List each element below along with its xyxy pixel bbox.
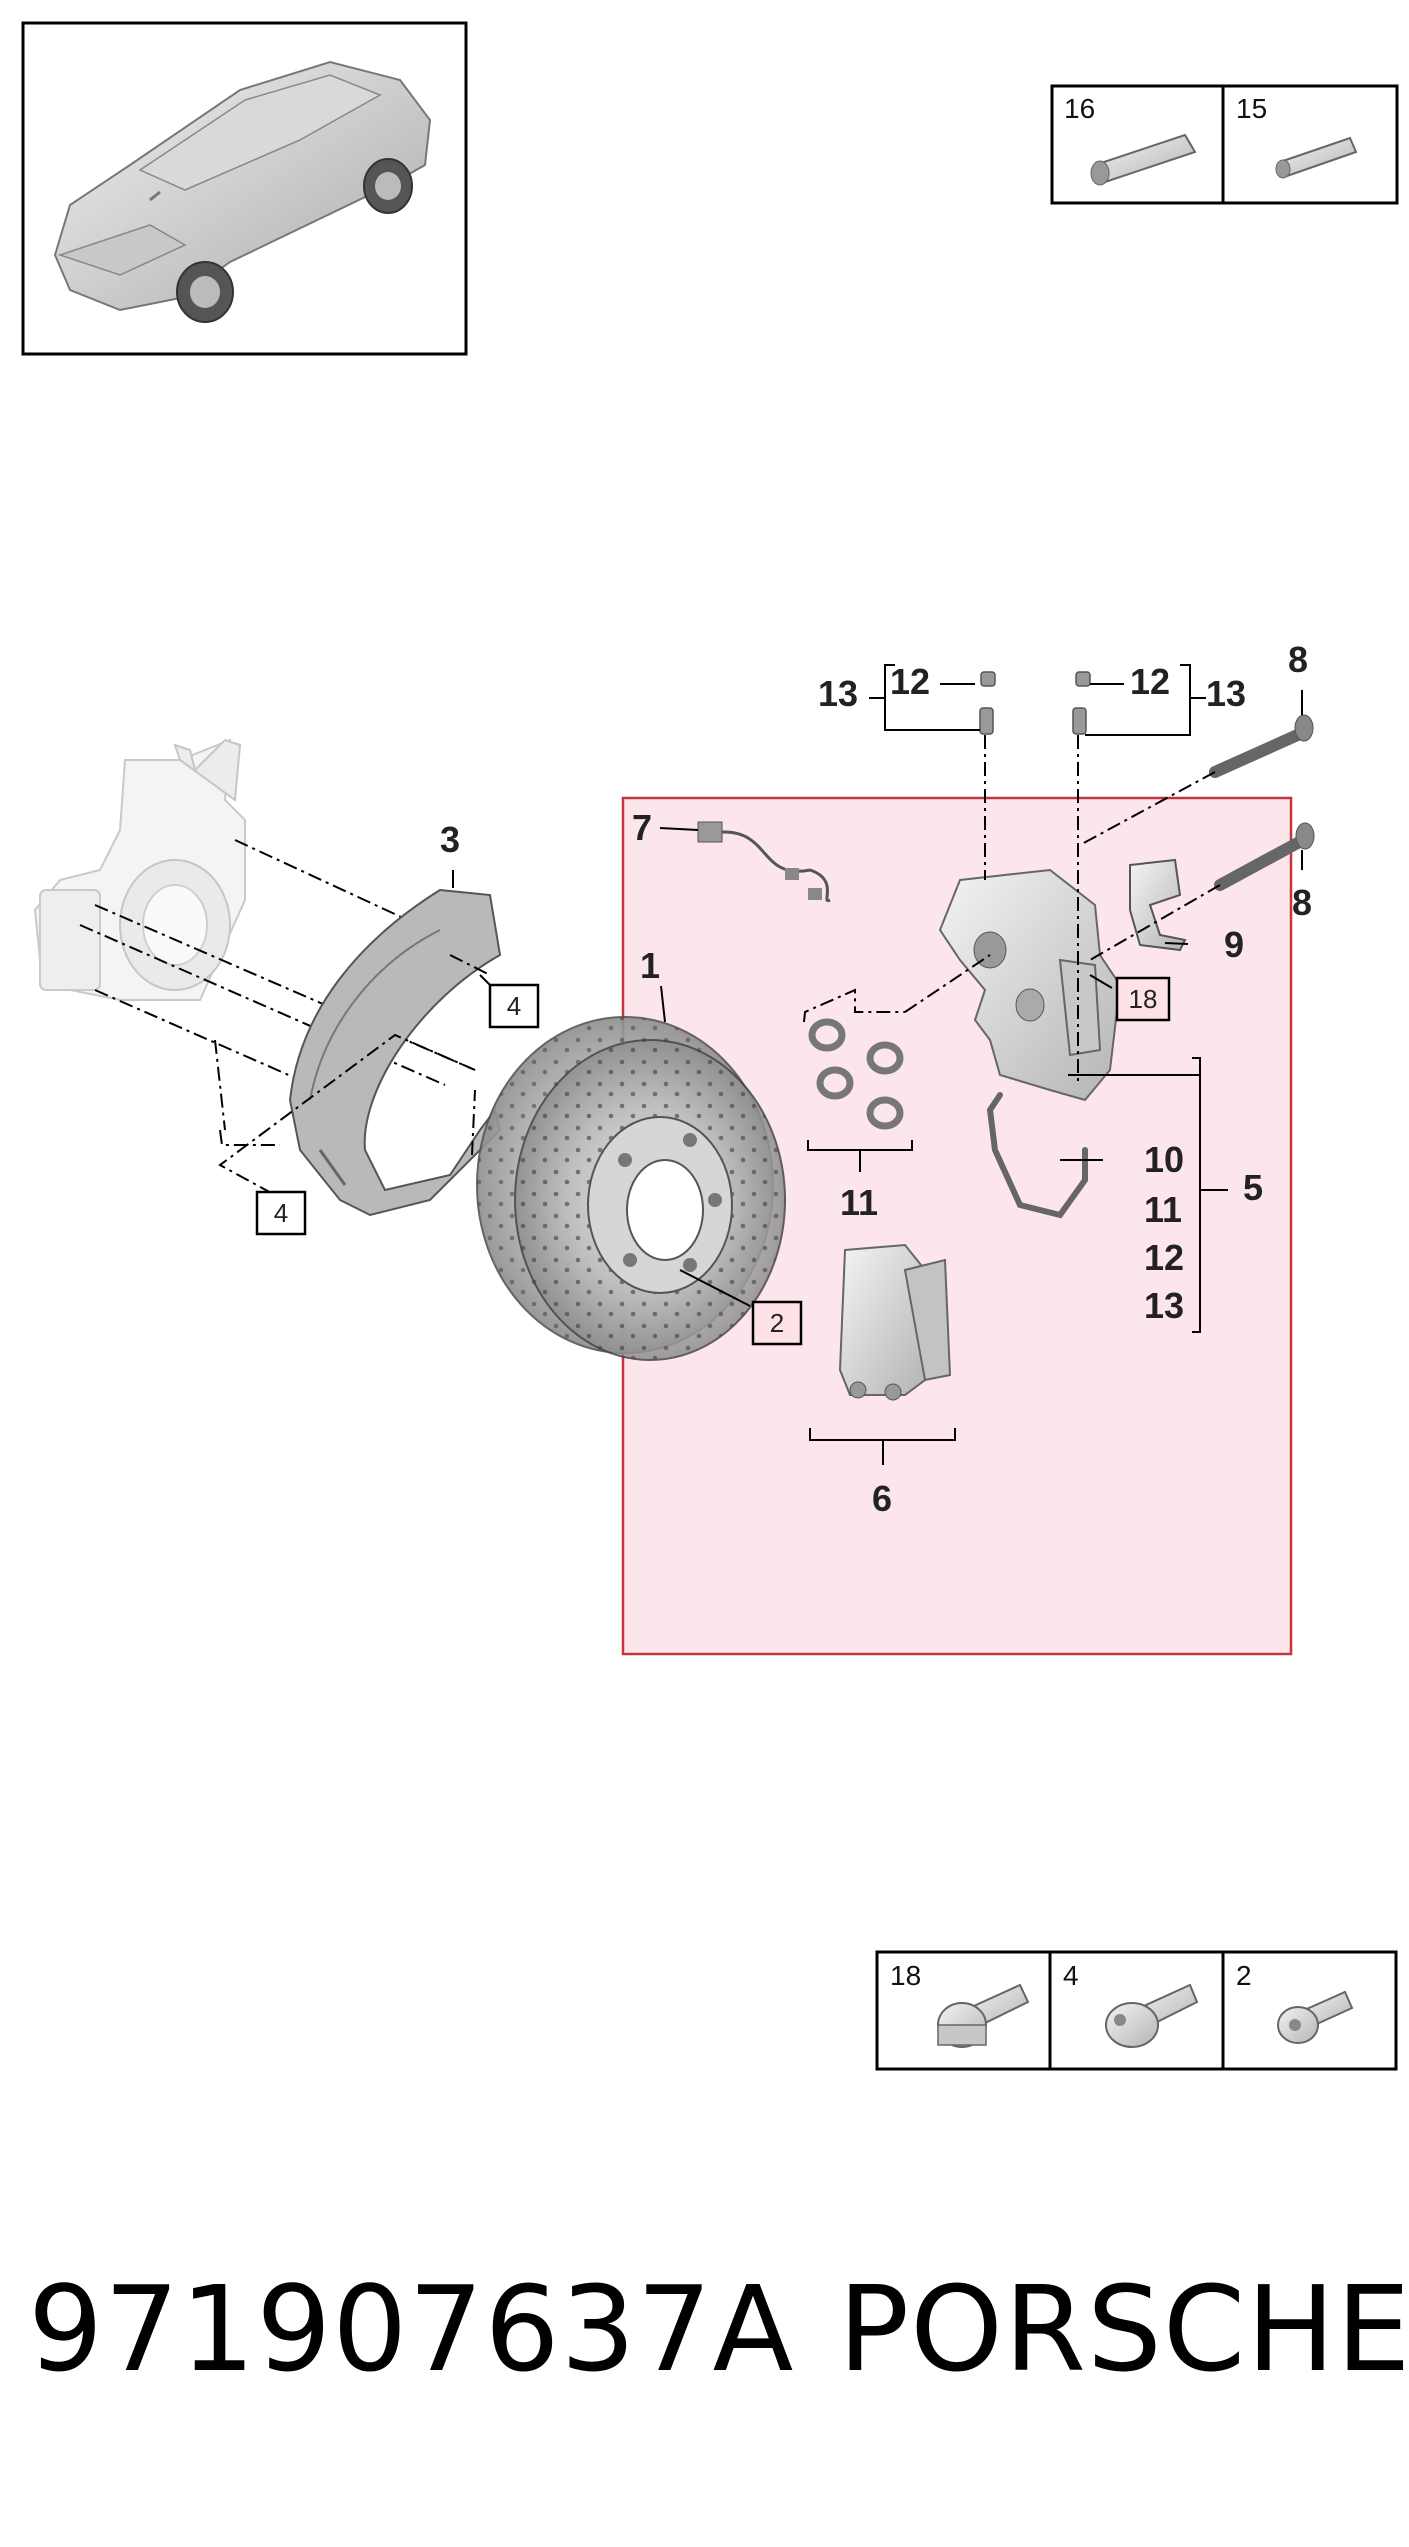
callout-7: 7 <box>632 807 652 848</box>
callout-13-left: 13 <box>818 673 858 714</box>
legend-label-2: 2 <box>1236 1960 1252 1991</box>
callout-12-group: 12 <box>1144 1237 1184 1278</box>
brake-line-illustration <box>986 1092 1088 1219</box>
bolt-8-upper-illustration <box>1209 714 1314 778</box>
legend-label-16: 16 <box>1064 93 1095 124</box>
callout-6: 6 <box>872 1478 892 1519</box>
bleed-valve-illustration <box>979 671 1091 735</box>
bolt-8-lower-illustration <box>1214 822 1315 891</box>
brake-disc-illustration <box>476 1016 786 1361</box>
legend-bottom: 18 4 2 <box>875 1950 1398 2071</box>
brake-pad-illustration <box>838 1243 952 1401</box>
callout-3: 3 <box>440 819 460 860</box>
callout-5: 5 <box>1243 1167 1263 1208</box>
car-thumbnail <box>21 21 468 356</box>
svg-text:18: 18 <box>1129 984 1158 1014</box>
callout-10: 10 <box>1144 1139 1184 1180</box>
car-icon <box>53 60 432 323</box>
piston-seals-illustration <box>808 1018 904 1130</box>
svg-text:4: 4 <box>507 991 521 1021</box>
legend-label-15: 15 <box>1236 93 1267 124</box>
boxed-ref-4-shield: 4 <box>479 974 540 1029</box>
callout-12-left: 12 <box>890 661 930 702</box>
svg-text:4: 4 <box>274 1198 288 1228</box>
callout-9: 9 <box>1224 924 1244 965</box>
boxed-ref-18-caliper: 18 <box>1115 976 1171 1022</box>
spring-clip-illustration <box>1129 858 1187 952</box>
wheel-carrier-illustration <box>33 738 246 1001</box>
callout-13-right: 13 <box>1206 673 1246 714</box>
countersunk-screw-icon <box>1277 1990 1354 2044</box>
wear-sensor-illustration <box>697 821 831 903</box>
part-number: 971907637A <box>28 2260 795 2398</box>
callout-1: 1 <box>640 945 660 986</box>
callout-12-right: 12 <box>1130 661 1170 702</box>
boxed-ref-4-knuckle: 4 <box>255 1190 307 1236</box>
dust-shield-illustration <box>288 888 502 1217</box>
callout-11-group: 11 <box>1144 1189 1182 1230</box>
paste-tube-icon <box>1275 136 1358 179</box>
callout-11-seals: 11 <box>840 1182 878 1223</box>
callout-8-upper: 8 <box>1288 639 1308 680</box>
hex-bolt-icon <box>1105 1983 1199 2048</box>
callout-8-lower: 8 <box>1292 882 1312 923</box>
splined-bolt-icon <box>937 1983 1030 2048</box>
boxed-ref-2-disc: 2 <box>751 1300 803 1346</box>
brand-name: PORSCHE <box>838 2260 1409 2398</box>
leader-lines-shield <box>218 954 491 1196</box>
legend-top: 16 15 <box>1050 84 1399 205</box>
legend-label-4: 4 <box>1063 1960 1079 1991</box>
legend-label-18: 18 <box>890 1960 921 1991</box>
grease-tube-icon <box>1090 133 1197 186</box>
svg-text:2: 2 <box>770 1308 784 1338</box>
leader-lines <box>452 664 1303 1465</box>
callout-13-group: 13 <box>1144 1285 1184 1326</box>
brake-caliper-illustration <box>938 868 1122 1102</box>
